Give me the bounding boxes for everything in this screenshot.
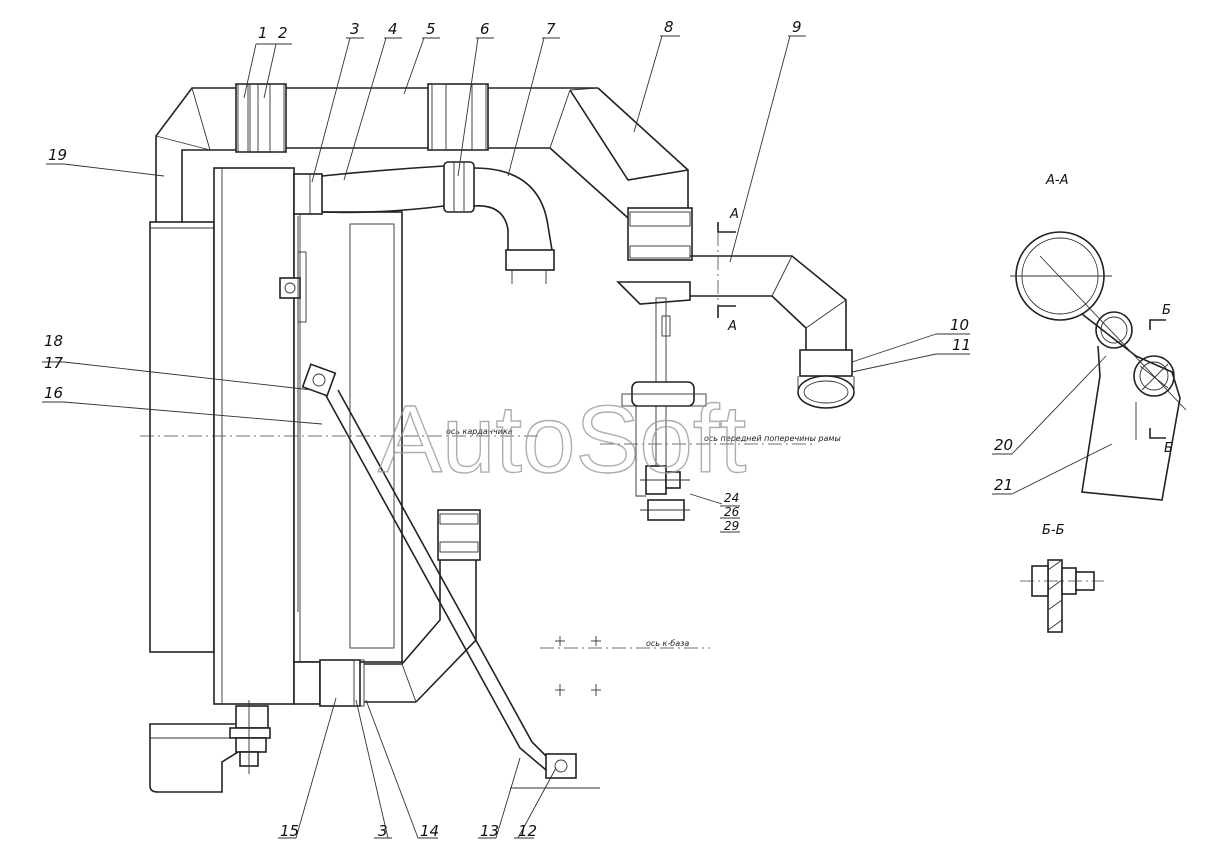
callout-19: 19: [48, 146, 67, 164]
section-cut-a: [717, 222, 736, 318]
cut-label-a-bottom: А: [727, 319, 737, 334]
axis-note-radiator: ось карданчика: [446, 427, 513, 436]
callout-12: 12: [518, 822, 537, 840]
callout-29: 29: [724, 519, 739, 533]
callout-9: 9: [792, 18, 802, 36]
pipe-8-elbow: [549, 87, 689, 219]
axis-note-frame: ось передней поперечины рамы: [704, 434, 841, 443]
section-aa-view: [1010, 231, 1187, 501]
callout-10: 10: [950, 316, 969, 334]
cut-label-a-top: А: [729, 207, 739, 222]
callout-4: 4: [388, 20, 398, 38]
callout-16: 16: [44, 384, 63, 402]
bracket-bolts-24-26-29: [640, 465, 690, 521]
callout-7: 7: [546, 20, 556, 38]
callout-21: 21: [994, 476, 1013, 494]
callout-15: 15: [280, 822, 299, 840]
outlet-coupling-10-11: [797, 349, 855, 409]
callout-leaders: [42, 35, 1113, 839]
cut-label-b-bottom: Б: [1164, 441, 1173, 456]
callout-1: 1: [258, 24, 268, 42]
section-bb-view: [1020, 559, 1104, 633]
upper-mount-bolt: [279, 251, 307, 323]
callout-3-top: 3: [350, 20, 360, 38]
callout-24: 24: [724, 491, 739, 505]
callout-3-bottom: 3: [378, 822, 388, 840]
callout-5: 5: [426, 20, 436, 38]
axis-lines: [140, 435, 812, 696]
callout-2: 2: [278, 24, 288, 42]
callout-13: 13: [480, 822, 499, 840]
cut-label-b-top: Б: [1162, 303, 1171, 318]
pipe-support-bracket: [616, 281, 707, 497]
diagonal-strut-13: [301, 363, 600, 789]
section-cut-b: [1149, 319, 1166, 439]
axis-note-wheelbase: ось к-база: [646, 639, 689, 648]
coupling-8-9: [627, 207, 693, 261]
pipe-9: [690, 255, 847, 356]
callout-6: 6: [480, 20, 490, 38]
callout-14: 14: [420, 822, 439, 840]
pipe-5: [286, 83, 598, 151]
lower-mount-bolt: [229, 700, 271, 774]
callout-17: 17: [44, 354, 64, 372]
lower-mount-bracket: [149, 723, 239, 793]
lower-pipe-14-15: [293, 509, 481, 707]
section-title-aa: А-А: [1045, 173, 1068, 188]
callout-8: 8: [664, 18, 674, 36]
callout-26: 26: [724, 505, 740, 519]
pipe-19-vertical: [155, 87, 236, 222]
watermark-text: AutoSoft: [378, 386, 746, 493]
callout-18: 18: [44, 332, 63, 350]
cooler-outer-core: [149, 221, 215, 653]
callout-20: 20: [994, 436, 1013, 454]
hose-clamp-1-2: [235, 83, 287, 153]
section-title-bb: Б-Б: [1042, 523, 1065, 538]
hose-4-7: [293, 161, 555, 284]
callout-11: 11: [952, 336, 971, 354]
